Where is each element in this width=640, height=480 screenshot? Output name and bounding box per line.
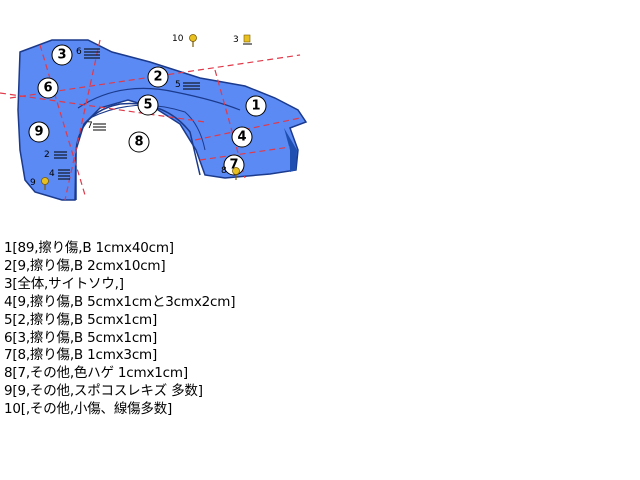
svg-text:8: 8 bbox=[134, 135, 143, 150]
note-item: 9[9,その他,スポコスレキズ 多数] bbox=[4, 383, 203, 400]
svg-text:7: 7 bbox=[87, 121, 93, 131]
note-item: 6[3,擦り傷,B 5cmx1cm] bbox=[4, 329, 158, 346]
scratch-lines-icon bbox=[58, 169, 70, 180]
svg-text:7: 7 bbox=[229, 158, 238, 173]
svg-text:4: 4 bbox=[237, 130, 246, 145]
note-item: 3[全体,サイトソウ,] bbox=[4, 275, 124, 292]
svg-text:5: 5 bbox=[175, 80, 181, 90]
scratch-lines-icon bbox=[183, 82, 200, 90]
marker-9: 9 bbox=[28, 121, 50, 143]
tag-4-lines: 4 bbox=[49, 169, 70, 180]
tag-9-pin: 9 bbox=[30, 177, 49, 190]
marker-icon bbox=[243, 34, 252, 45]
svg-text:9: 9 bbox=[30, 178, 36, 188]
tag-5-lines: 5 bbox=[175, 80, 200, 90]
note-item: 4[9,擦り傷,B 5cmx1cmと3cmx2cm] bbox=[4, 293, 236, 310]
tag-6-lines: 6 bbox=[76, 47, 100, 59]
svg-text:2: 2 bbox=[153, 70, 162, 85]
tag-2-lines: 2 bbox=[44, 150, 67, 160]
marker-4: 4 bbox=[231, 126, 253, 148]
note-item: 10[,その他,小傷、線傷多数] bbox=[4, 401, 173, 418]
note-item: 5[2,擦り傷,B 5cmx1cm] bbox=[4, 311, 158, 328]
svg-text:6: 6 bbox=[43, 81, 52, 96]
svg-text:10: 10 bbox=[172, 34, 184, 44]
note-item: 2[9,擦り傷,B 2cmx10cm] bbox=[4, 257, 166, 274]
front-edge-shadow bbox=[284, 128, 297, 172]
svg-text:8: 8 bbox=[221, 166, 227, 176]
marker-8: 8 bbox=[128, 131, 150, 153]
damage-notes-list: 1[89,擦り傷,B 1cmx40cm] 2[9,擦り傷,B 2cmx10cm]… bbox=[4, 240, 235, 419]
marker-5: 5 bbox=[137, 94, 159, 116]
scratch-lines-icon bbox=[54, 151, 67, 159]
marker-1: 1 bbox=[245, 95, 267, 117]
svg-text:5: 5 bbox=[143, 98, 152, 113]
pin-icon bbox=[189, 34, 197, 47]
note-item: 7[8,擦り傷,B 1cmx3cm] bbox=[4, 347, 158, 364]
svg-text:6: 6 bbox=[76, 47, 82, 57]
svg-text:3: 3 bbox=[233, 35, 239, 45]
marker-6: 6 bbox=[37, 77, 59, 99]
svg-text:2: 2 bbox=[44, 150, 50, 160]
tag-7-lines: 7 bbox=[87, 121, 106, 131]
svg-text:4: 4 bbox=[49, 169, 55, 179]
marker-3: 3 bbox=[51, 44, 73, 66]
note-item: 8[7,その他,色ハゲ 1cmx1cm] bbox=[4, 365, 188, 382]
tag-8-pin: 8 bbox=[221, 166, 240, 180]
tag-10: 10 bbox=[172, 34, 197, 47]
note-item: 1[89,擦り傷,B 1cmx40cm] bbox=[4, 240, 174, 256]
fender-damage-diagram: 1 2 3 4 5 6 7 8 9 10 3 bbox=[0, 34, 308, 201]
marker-2: 2 bbox=[147, 66, 169, 88]
svg-text:1: 1 bbox=[251, 99, 260, 114]
panel-contour bbox=[77, 87, 241, 111]
pin-icon bbox=[232, 167, 240, 180]
svg-text:3: 3 bbox=[57, 48, 66, 63]
svg-text:9: 9 bbox=[34, 125, 43, 140]
pin-icon bbox=[41, 177, 49, 190]
scratch-lines-icon bbox=[93, 123, 106, 131]
scratch-lines-icon bbox=[84, 48, 100, 59]
tag-3-top: 3 bbox=[233, 34, 252, 45]
